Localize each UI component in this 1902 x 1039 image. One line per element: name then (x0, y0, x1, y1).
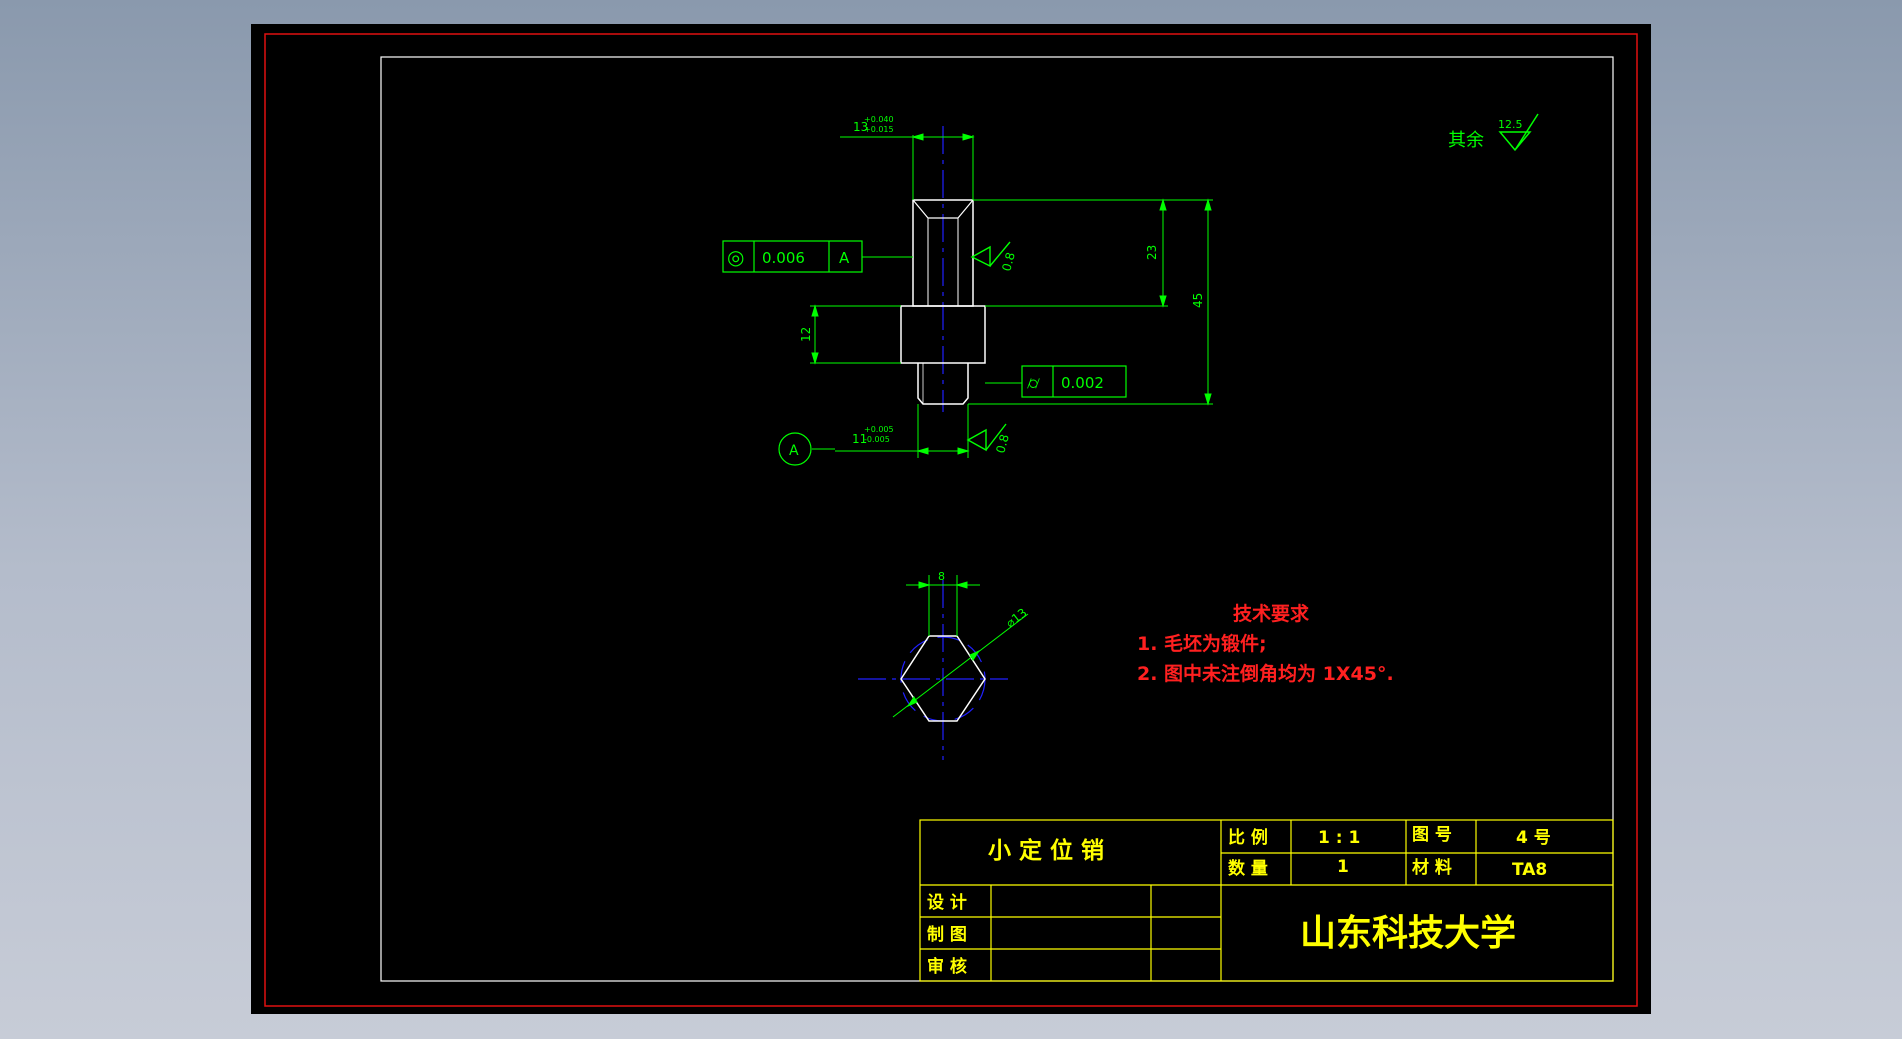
outer-border (264, 33, 1638, 1007)
dim-collar-height: 12 (799, 327, 813, 342)
roughness-symbol-icon (1498, 113, 1539, 152)
scale-value: 1 : 1 (1318, 828, 1360, 848)
concentricity-icon: ◎ (727, 245, 744, 269)
datum-a-marker: A (778, 432, 812, 466)
tech-req-title: 技术要求 (1233, 602, 1310, 625)
roughness-upper-icon (970, 241, 1011, 268)
cylindricity-value: 0.002 (1061, 374, 1104, 392)
roughness-lower-icon (966, 423, 1007, 452)
roughness-note-value: 12.5 (1498, 118, 1523, 131)
top-view-dimensions (892, 575, 1029, 718)
lower-pin-outline (917, 363, 969, 405)
chamfer-outline (912, 199, 974, 219)
drawing-no-label: 图 号 (1412, 825, 1452, 845)
dim-length-total: 45 (1191, 293, 1205, 308)
tech-req-item-1: 1. 毛坯为锻件; (1137, 632, 1267, 655)
bottom-diameter-lower-tol: -0.005 (864, 435, 890, 444)
material-value: TA8 (1512, 860, 1547, 880)
title-block-text: 小 定 位 销 比 例 1 : 1 图 号 4 号 数 量 1 材 料 TA8 … (927, 825, 1551, 977)
bottom-diameter-nominal: 11 (852, 432, 867, 446)
school-name: 山东科技大学 (1300, 912, 1516, 954)
technical-requirements: 技术要求 1. 毛坯为锻件; 2. 图中未注倒角均为 1X45°. (1137, 602, 1394, 685)
cylindricity-frame: ⌭ 0.002 (1021, 365, 1127, 398)
quantity-value: 1 (1337, 857, 1349, 877)
datum-a-label: A (789, 443, 799, 459)
top-diameter-upper-tol: +0.040 (864, 115, 894, 124)
material-label: 材 料 (1412, 857, 1452, 878)
design-label: 设 计 (927, 892, 967, 913)
dim-width-flats: 8 (938, 570, 945, 583)
cylindricity-icon: ⌭ (1027, 373, 1040, 394)
front-dimension-text: 13 +0.040 +0.015 11 +0.005 -0.005 23 45 … (799, 115, 1205, 446)
roughness-lower: 0.8 (966, 423, 1012, 455)
roughness-lower-value: 0.8 (993, 433, 1011, 455)
review-label: 审 核 (927, 956, 967, 977)
tech-req-item-2: 2. 图中未注倒角均为 1X45°. (1137, 662, 1394, 685)
title-block-grid (919, 819, 1614, 982)
roughness-upper-value: 0.8 (999, 251, 1017, 273)
scale-label: 比 例 (1228, 827, 1268, 848)
part-name: 小 定 位 销 (988, 837, 1104, 864)
drawing-no-value: 4 号 (1516, 828, 1551, 848)
concentricity-frame: ◎ 0.006 A (722, 240, 863, 273)
roughness-note-label: 其余 (1448, 130, 1484, 151)
drafting-label: 制 图 (927, 924, 967, 945)
top-diameter-lower-tol: +0.015 (864, 125, 894, 134)
top-diameter-nominal: 13 (853, 120, 868, 134)
front-view (900, 126, 986, 412)
general-roughness-note: 其余 12.5 (1448, 113, 1539, 152)
concentricity-value: 0.006 (762, 249, 805, 267)
concentricity-datum: A (839, 249, 850, 267)
collar-outline (900, 305, 986, 364)
drawing-sheet (251, 24, 1651, 1014)
bottom-diameter-upper-tol: +0.005 (864, 425, 894, 434)
front-dimensions (810, 133, 1213, 458)
dim-length-upper: 23 (1145, 245, 1159, 260)
roughness-upper: 0.8 (970, 241, 1018, 273)
quantity-label: 数 量 (1228, 858, 1268, 879)
